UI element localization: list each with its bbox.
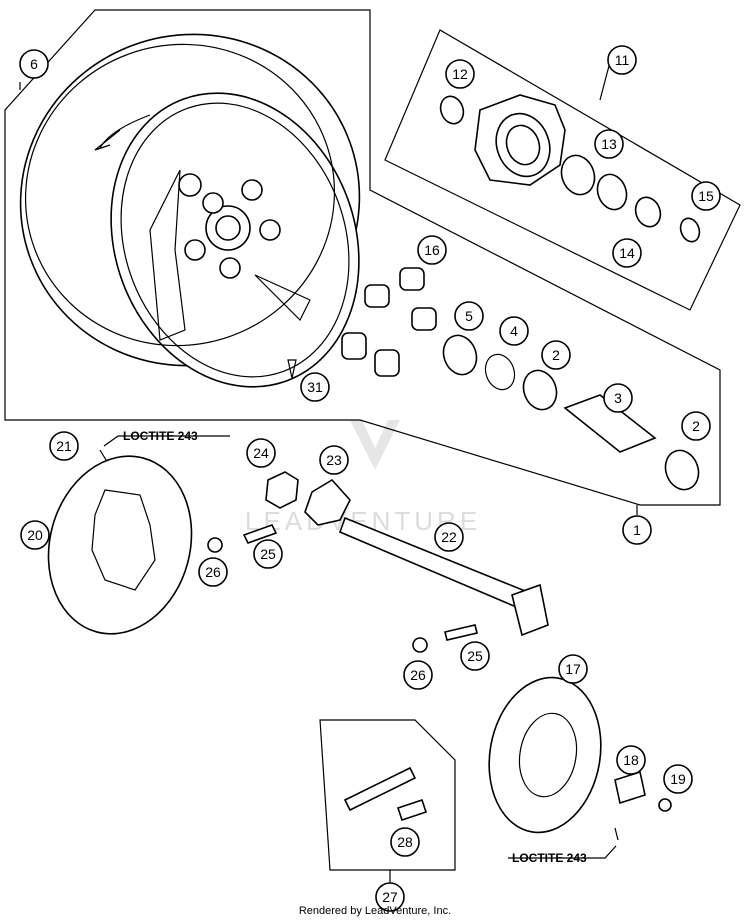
axle-hardware bbox=[207, 471, 549, 653]
svg-text:23: 23 bbox=[326, 452, 342, 468]
callout-15[interactable]: 15 bbox=[691, 181, 721, 211]
rear-wheel bbox=[19, 33, 361, 388]
chain-parts bbox=[343, 766, 428, 822]
svg-text:12: 12 bbox=[452, 66, 468, 82]
callout-22[interactable]: 22 bbox=[434, 522, 464, 552]
wheel-hub bbox=[149, 169, 311, 341]
callout-2a[interactable]: 2 bbox=[541, 340, 571, 370]
svg-text:4: 4 bbox=[510, 323, 518, 339]
sprocket-carrier-parts bbox=[439, 94, 701, 243]
callout-23[interactable]: 23 bbox=[319, 445, 349, 475]
wheel-group-outline bbox=[4, 9, 721, 506]
callout-24[interactable]: 24 bbox=[246, 438, 276, 468]
callout-6[interactable]: 6 bbox=[19, 49, 49, 79]
svg-text:1: 1 bbox=[633, 522, 641, 538]
axle-row-parts bbox=[287, 267, 700, 491]
svg-text:24: 24 bbox=[253, 445, 269, 461]
svg-text:15: 15 bbox=[698, 188, 714, 204]
callout-14[interactable]: 14 bbox=[612, 238, 642, 268]
leader-lines bbox=[19, 82, 638, 515]
svg-text:16: 16 bbox=[424, 242, 440, 258]
svg-text:14: 14 bbox=[619, 245, 635, 261]
svg-text:6: 6 bbox=[30, 56, 38, 72]
callout-27[interactable]: 27 bbox=[375, 882, 405, 912]
svg-text:18: 18 bbox=[623, 752, 639, 768]
callout-19[interactable]: 19 bbox=[663, 764, 693, 794]
svg-text:26: 26 bbox=[205, 564, 221, 580]
svg-text:21: 21 bbox=[56, 438, 72, 454]
callout-26a[interactable]: 26 bbox=[198, 557, 228, 587]
callout-4[interactable]: 4 bbox=[499, 316, 529, 346]
callout-13[interactable]: 13 bbox=[594, 129, 624, 159]
svg-text:2: 2 bbox=[552, 347, 560, 363]
callout-2b[interactable]: 2 bbox=[681, 411, 711, 441]
brake-disc bbox=[47, 449, 193, 635]
svg-text:20: 20 bbox=[27, 527, 43, 543]
footer-credit: Rendered by LeadVenture, Inc. bbox=[298, 905, 452, 917]
callout-3[interactable]: 3 bbox=[603, 383, 633, 413]
callout-25b[interactable]: 25 bbox=[460, 641, 490, 671]
callout-12[interactable]: 12 bbox=[445, 59, 475, 89]
callout-1[interactable]: 1 bbox=[622, 515, 652, 545]
callout-5[interactable]: 5 bbox=[454, 301, 484, 331]
svg-text:27: 27 bbox=[382, 889, 398, 905]
loctite-top-label: LOCTITE 243 bbox=[123, 429, 198, 443]
callout-18[interactable]: 18 bbox=[616, 745, 646, 775]
svg-text:3: 3 bbox=[614, 390, 622, 406]
callout-16[interactable]: 16 bbox=[417, 235, 447, 265]
callout-11[interactable]: 11 bbox=[607, 45, 637, 75]
svg-text:22: 22 bbox=[441, 529, 457, 545]
svg-text:28: 28 bbox=[397, 834, 413, 850]
chain-kit-outline bbox=[319, 719, 456, 871]
svg-text:11: 11 bbox=[615, 52, 630, 68]
loctite-bottom-leader bbox=[508, 845, 617, 859]
svg-text:17: 17 bbox=[565, 661, 581, 677]
svg-text:26: 26 bbox=[410, 667, 426, 683]
svg-text:25: 25 bbox=[467, 648, 483, 664]
callout-28[interactable]: 28 bbox=[390, 827, 420, 857]
sprocket-carrier-outline bbox=[384, 29, 741, 311]
svg-text:2: 2 bbox=[692, 418, 700, 434]
callout-26b[interactable]: 26 bbox=[403, 660, 433, 690]
callout-21[interactable]: 21 bbox=[49, 431, 79, 461]
callout-17[interactable]: 17 bbox=[558, 654, 588, 684]
callout-31[interactable]: 31 bbox=[300, 372, 330, 402]
svg-text:13: 13 bbox=[601, 136, 617, 152]
svg-text:19: 19 bbox=[670, 771, 686, 787]
loctite-top-leader bbox=[103, 435, 230, 447]
loctite-bottom-label: LOCTITE 243 bbox=[512, 851, 587, 865]
callout-25a[interactable]: 25 bbox=[253, 539, 283, 569]
rear-sprocket bbox=[488, 676, 672, 841]
svg-text:5: 5 bbox=[465, 308, 473, 324]
callout-20[interactable]: 20 bbox=[20, 520, 50, 550]
svg-text:25: 25 bbox=[260, 546, 276, 562]
svg-text:31: 31 bbox=[307, 379, 323, 395]
